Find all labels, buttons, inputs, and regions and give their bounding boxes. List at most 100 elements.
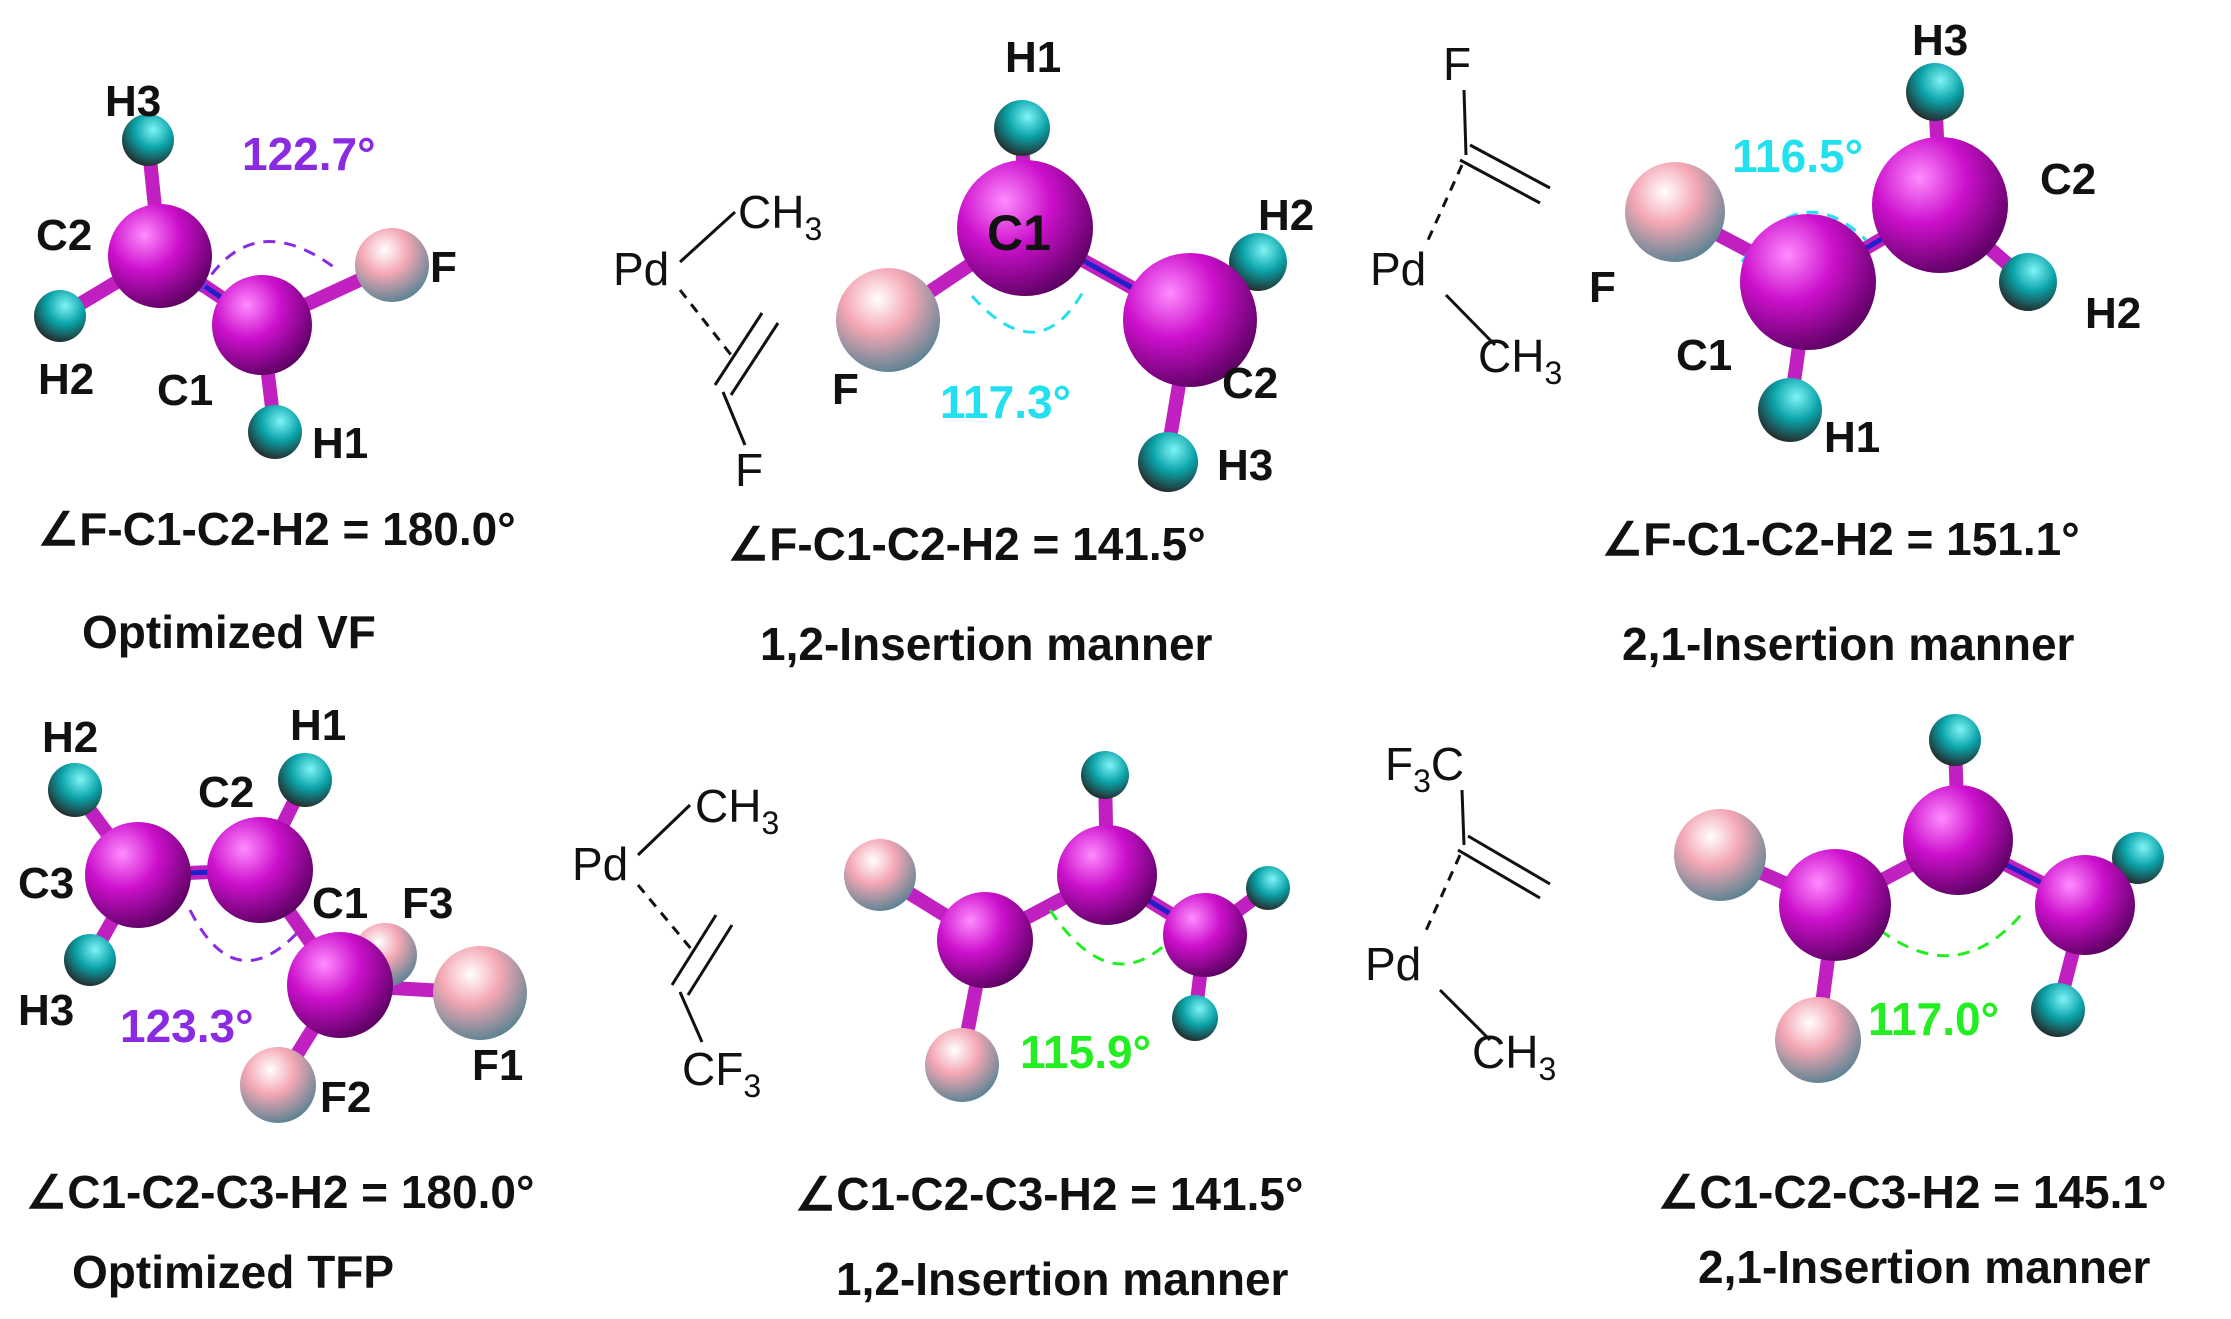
atom-h3 [64, 934, 116, 986]
ch3-label: CH3 [1472, 1026, 1556, 1087]
label-c2: C2 [36, 211, 92, 260]
atom-h3 [1138, 432, 1198, 492]
label-c1: C1 [312, 879, 368, 928]
label-h1: H1 [1824, 413, 1880, 462]
label-c3: C3 [18, 859, 74, 908]
panel-vf-12-insertion: Pd CH3 F H1 C1 H2 F C2 H3 117.3° ∠F-C1-C… [613, 33, 1314, 670]
atom-f-top [844, 839, 916, 911]
angle-value: 117.0° [1868, 993, 1999, 1045]
atom-h-top [1081, 751, 1129, 799]
label-h1: H1 [1005, 33, 1061, 82]
atom-c-middle [1903, 785, 2013, 895]
pd-complex-sketch: F3C Pd CH3 [1365, 738, 1556, 1087]
angle-arc [1048, 909, 1172, 966]
dihedral-text: ∠F-C1-C2-H2 = 151.1° [1602, 513, 2080, 565]
atom-c-middle [1057, 825, 1157, 925]
atom-h2 [48, 763, 102, 817]
atom-h-bottom [1172, 995, 1218, 1041]
panel-caption: 2,1-Insertion manner [1698, 1241, 2151, 1293]
atom-h2 [1229, 233, 1287, 291]
atom-h3 [122, 114, 174, 166]
pd-label: Pd [613, 243, 669, 295]
panel-caption: Optimized VF [82, 606, 376, 658]
f-label: F [1443, 38, 1471, 90]
label-c1: C1 [987, 205, 1051, 261]
atom-c1 [957, 160, 1093, 296]
atom-h-top [1929, 714, 1981, 766]
pd-complex-sketch: F Pd CH3 [1370, 38, 1562, 391]
ch3-label: CH3 [1478, 330, 1562, 391]
label-f1: F1 [472, 1041, 523, 1090]
label-f: F [430, 243, 457, 292]
atom-f-bottom [1775, 997, 1861, 1083]
atom-f2 [240, 1047, 316, 1123]
ch3-label: CH3 [738, 186, 822, 247]
atom-c2 [207, 817, 313, 923]
atom-c1 [287, 932, 393, 1038]
atom-f [836, 268, 940, 372]
label-h3: H3 [105, 77, 161, 126]
dihedral-text: ∠C1-C2-C3-H2 = 141.5° [795, 1168, 1303, 1220]
atom-c-right [2035, 855, 2135, 955]
panel-optimized-tfp: H2 H1 C2 C3 C1 F3 H3 F1 F2 123.3° ∠C1-C2… [18, 701, 534, 1298]
pd-label: Pd [1365, 938, 1421, 990]
panel-optimized-vf: H3 C2 F H2 C1 H1 122.7° ∠F-C1-C2-H2 = 18… [34, 77, 516, 658]
angle-value: 115.9° [1020, 1026, 1151, 1078]
atom-c-left [1779, 849, 1891, 961]
atom-c1 [1740, 214, 1876, 350]
atom-h3 [1906, 63, 1964, 121]
panel-vf-21-insertion: F Pd CH3 H3 C2 F H2 C1 H1 116.5° ∠F-C1-C… [1370, 16, 2141, 670]
label-f2: F2 [320, 1073, 371, 1122]
atom-h1 [278, 753, 332, 807]
label-h2: H2 [2085, 289, 2141, 338]
angle-value: 122.7° [242, 128, 376, 180]
atom-c-left [937, 892, 1033, 988]
angle-arc [1879, 909, 2027, 958]
label-h2: H2 [42, 713, 98, 762]
label-f: F [832, 365, 859, 414]
angle-value: 123.3° [120, 1000, 254, 1052]
atom-f [1625, 162, 1725, 262]
pd-complex-sketch: Pd CH3 F [613, 186, 822, 496]
f-label: F [735, 444, 763, 496]
atom-h1 [1758, 378, 1822, 442]
atom-h-right [1246, 866, 1290, 910]
atom-f [355, 228, 429, 302]
pd-label: Pd [1370, 243, 1426, 295]
panel-caption: 2,1-Insertion manner [1622, 618, 2075, 670]
atom-h2 [1999, 253, 2057, 311]
ch3-label: CH3 [695, 780, 779, 841]
atom-f-top [1674, 809, 1766, 901]
atom-c1 [212, 275, 312, 375]
angle-arc [188, 909, 302, 963]
panel-caption: Optimized TFP [72, 1246, 394, 1298]
panel-tfp-12-insertion: Pd CH3 CF3 115.9° ∠C1-C2-C3-H2 = 141.5° … [572, 751, 1303, 1305]
angle-value: 116.5° [1732, 130, 1863, 182]
angle-value: 117.3° [940, 376, 1071, 428]
label-c1: C1 [1676, 331, 1732, 380]
label-h1: H1 [290, 701, 346, 750]
panel-caption: 1,2-Insertion manner [760, 618, 1213, 670]
pd-complex-sketch: Pd CH3 CF3 [572, 780, 779, 1104]
atom-c-right [1163, 893, 1247, 977]
f3c-label: F3C [1385, 738, 1464, 799]
atom-h-right [2112, 832, 2164, 884]
dihedral-text: ∠F-C1-C2-H2 = 180.0° [38, 503, 516, 555]
label-h1: H1 [312, 419, 368, 468]
atom-c2 [1872, 137, 2008, 273]
panel-tfp-21-insertion: F3C Pd CH3 117.0° ∠C1-C2-C3-H2 = 145.1° … [1365, 714, 2166, 1293]
cf3-label: CF3 [682, 1043, 761, 1104]
label-h2: H2 [38, 355, 94, 404]
atom-f1 [433, 946, 527, 1040]
atom-f-bottom [925, 1028, 999, 1102]
dihedral-text: ∠F-C1-C2-H2 = 141.5° [728, 518, 1206, 570]
label-h2: H2 [1258, 191, 1314, 240]
label-c2: C2 [198, 768, 254, 817]
angle-arc [198, 240, 336, 293]
atom-c2 [108, 204, 212, 308]
atom-c3 [85, 822, 191, 928]
atom-h1 [248, 405, 302, 459]
label-f3: F3 [402, 879, 453, 928]
label-h3: H3 [18, 986, 74, 1035]
